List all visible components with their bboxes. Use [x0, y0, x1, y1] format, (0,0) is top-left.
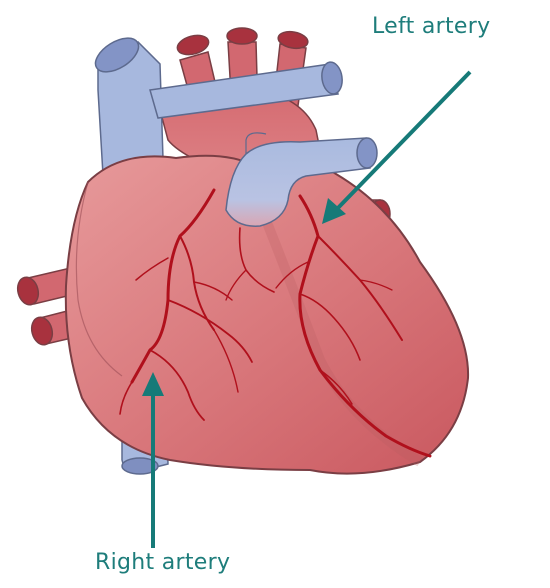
right-artery-label: Right artery — [95, 550, 230, 575]
left-artery-label: Left artery — [372, 14, 490, 39]
